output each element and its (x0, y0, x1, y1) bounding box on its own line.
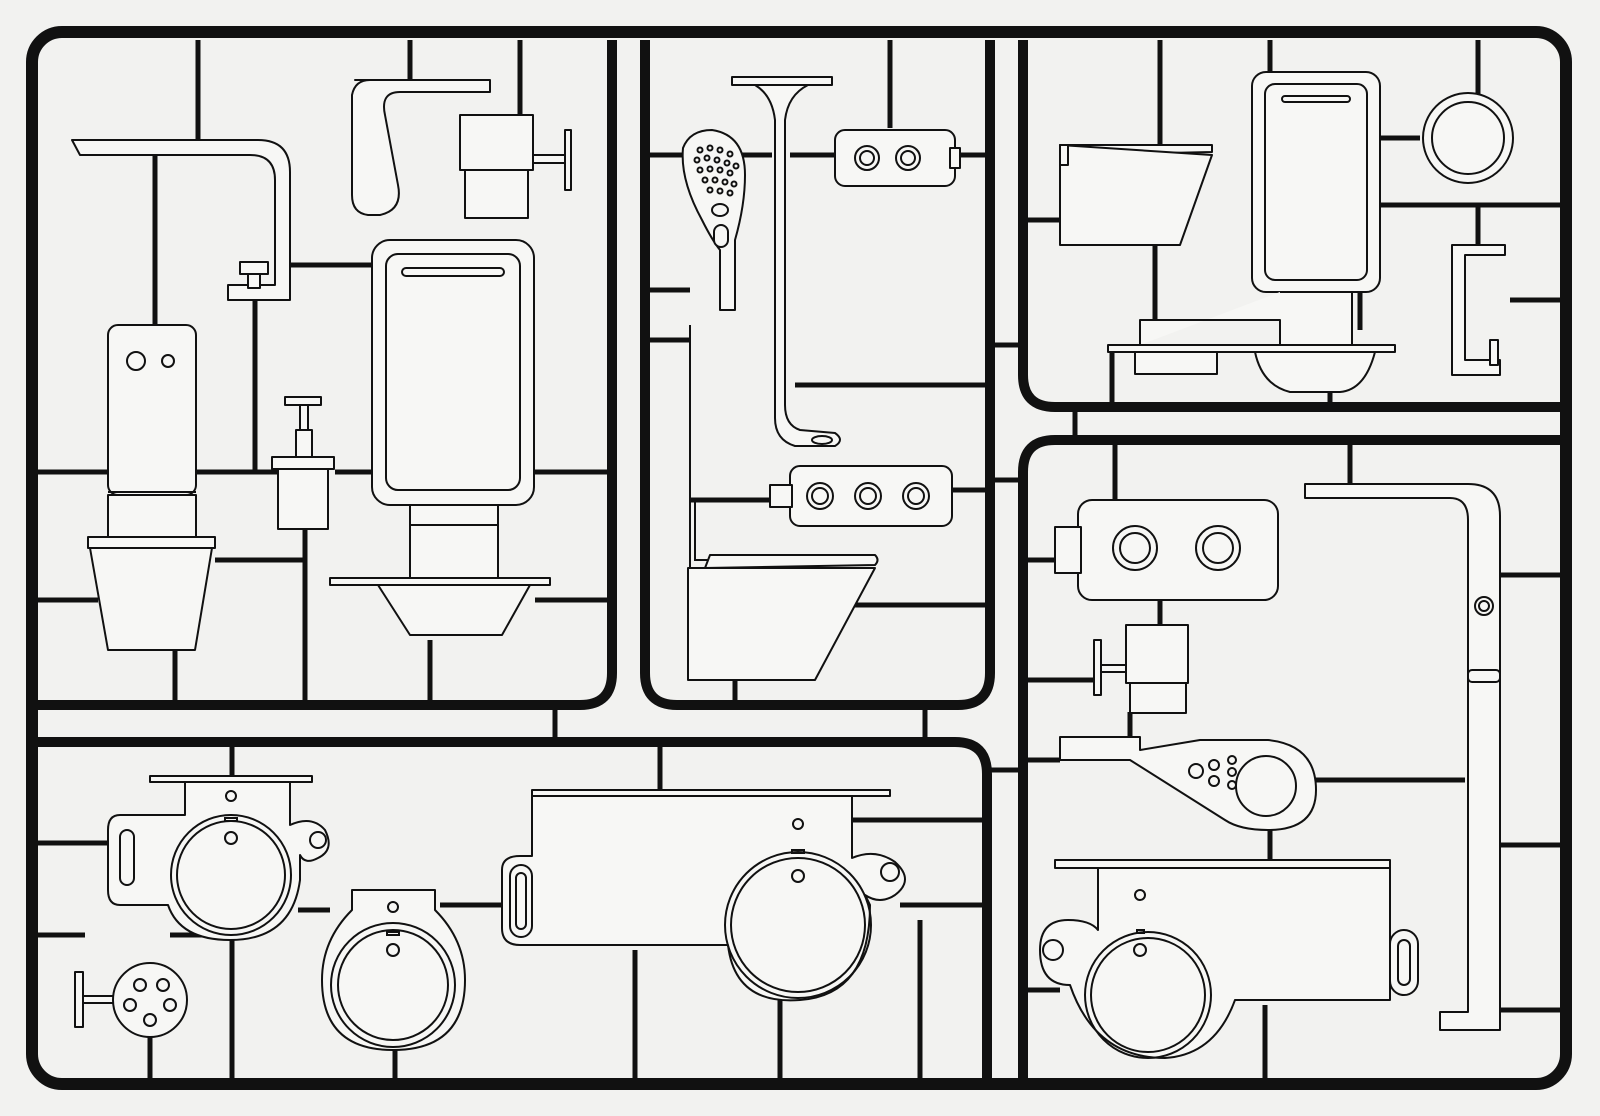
panel-top-middle (640, 40, 995, 710)
runner-grid (38, 40, 1560, 1078)
panel-top-right (1018, 40, 1560, 412)
mirror-cabinet-tall (329, 239, 551, 636)
round-mirror (1422, 92, 1514, 184)
panel-bottom-left (38, 737, 992, 1078)
shower-valve-three (769, 465, 953, 527)
spout-curved (351, 79, 491, 216)
wash-basin-wide-left (501, 789, 906, 1002)
wash-basin-round (107, 775, 330, 941)
freestanding-bath-filler (1304, 483, 1501, 1031)
mirror-cabinet-right (1107, 71, 1396, 393)
wash-basin-small (321, 889, 466, 1051)
robe-hook (1451, 244, 1506, 376)
wash-basin-wide-right (1039, 859, 1419, 1059)
shower-valve-two (834, 129, 961, 187)
panel-top-left (38, 40, 617, 710)
thermostatic-valve (1054, 499, 1279, 601)
cistern-toilet (87, 324, 216, 651)
mixer-tap (71, 139, 291, 301)
toilet-roll-holder (459, 114, 572, 219)
shower-drain (74, 962, 188, 1038)
overhead-shower-arm (731, 76, 841, 447)
soap-dispenser (271, 396, 335, 530)
wall-hung-toilet-mid (687, 325, 879, 681)
toilet-roll-holder-right (1093, 624, 1189, 714)
panel-bottom-right (1018, 435, 1560, 1078)
wall-hung-toilet-right (1059, 144, 1213, 246)
hand-shower (681, 129, 746, 311)
sheet-frame (26, 26, 1572, 1090)
digital-shower-control (1059, 736, 1317, 831)
